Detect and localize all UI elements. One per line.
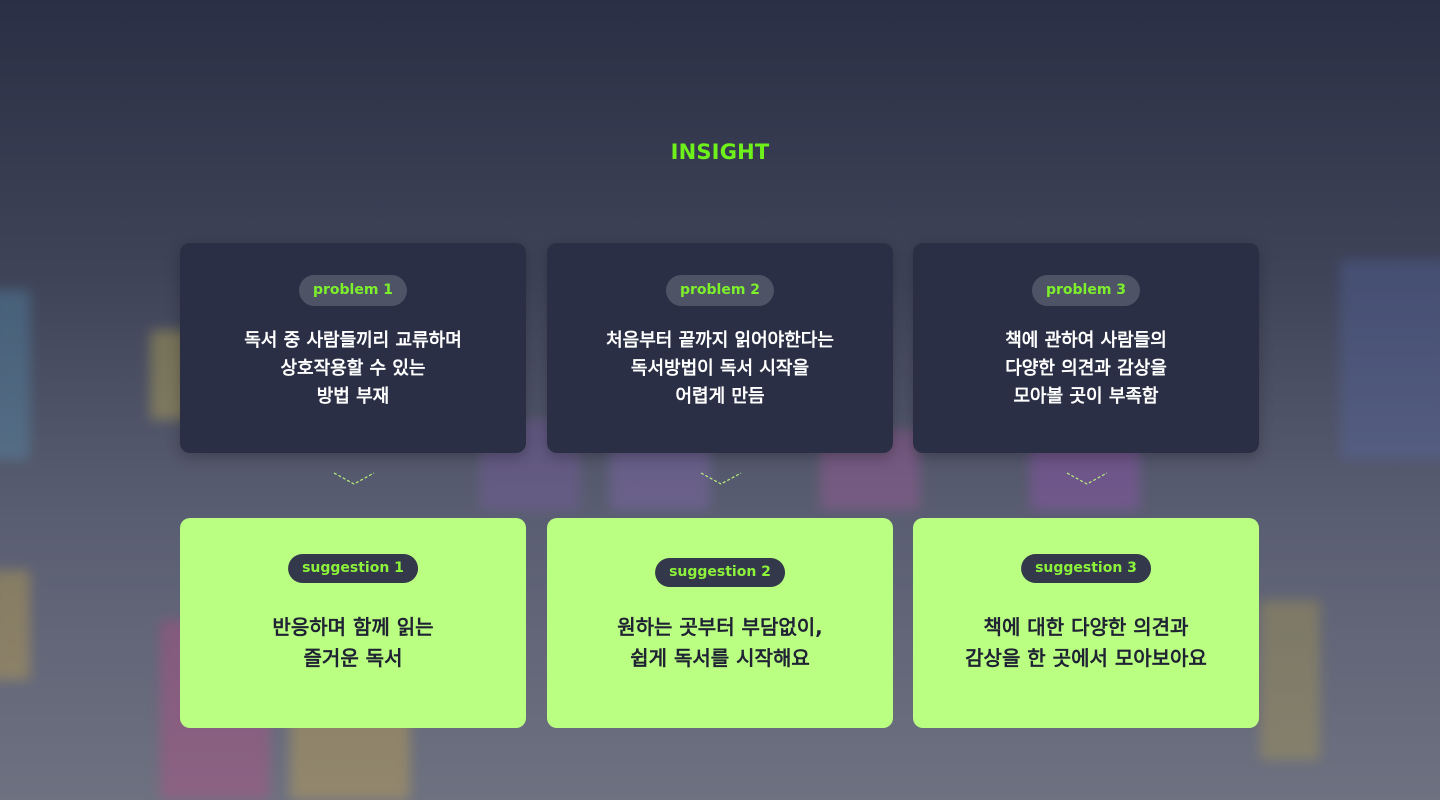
suggestion-line: 원하는 곳부터 부담없이, bbox=[617, 615, 823, 639]
problem-badge: problem 2 bbox=[665, 275, 775, 306]
problem-line: 방법 부재 bbox=[316, 386, 390, 407]
suggestion-badge: suggestion 2 bbox=[655, 558, 785, 587]
suggestion-line: 감상을 한 곳에서 모아보아요 bbox=[965, 646, 1207, 670]
suggestion-description: 원하는 곳부터 부담없이, 쉽게 독서를 시작해요 bbox=[547, 612, 893, 674]
suggestion-line: 반응하며 함께 읽는 bbox=[272, 615, 434, 639]
suggestion-badge: suggestion 1 bbox=[288, 554, 418, 583]
problem-card: problem 2 처음부터 끝까지 읽어야한다는 독서방법이 독서 시작을 어… bbox=[547, 243, 893, 453]
suggestion-line: 쉽게 독서를 시작해요 bbox=[630, 646, 810, 670]
problem-line: 어렵게 만듬 bbox=[675, 386, 765, 407]
suggestion-card: suggestion 3 책에 대한 다양한 의견과 감상을 한 곳에서 모아보… bbox=[913, 518, 1259, 728]
suggestion-line: 즐거운 독서 bbox=[303, 646, 403, 670]
problem-line: 상호작용할 수 있는 bbox=[280, 358, 426, 379]
problem-description: 독서 중 사람들끼리 교류하며 상호작용할 수 있는 방법 부재 bbox=[180, 327, 526, 411]
problem-line: 독서방법이 독서 시작을 bbox=[630, 358, 810, 379]
suggestion-card: suggestion 2 원하는 곳부터 부담없이, 쉽게 독서를 시작해요 bbox=[547, 518, 893, 728]
chevron-down-icon bbox=[180, 470, 526, 490]
chevron-down-icon bbox=[547, 470, 893, 490]
problem-description: 책에 관하여 사람들의 다양한 의견과 감상을 모아볼 곳이 부족함 bbox=[913, 327, 1259, 411]
problem-description: 처음부터 끝까지 읽어야한다는 독서방법이 독서 시작을 어렵게 만듬 bbox=[547, 327, 893, 411]
problem-line: 다양한 의견과 감상을 bbox=[1005, 358, 1167, 379]
suggestion-line: 책에 대한 다양한 의견과 bbox=[983, 615, 1189, 639]
problem-card: problem 3 책에 관하여 사람들의 다양한 의견과 감상을 모아볼 곳이… bbox=[913, 243, 1259, 453]
suggestion-description: 반응하며 함께 읽는 즐거운 독서 bbox=[180, 612, 526, 674]
problem-line: 책에 관하여 사람들의 bbox=[1005, 330, 1167, 351]
suggestion-description: 책에 대한 다양한 의견과 감상을 한 곳에서 모아보아요 bbox=[913, 612, 1259, 674]
suggestion-badge: suggestion 3 bbox=[1021, 554, 1151, 583]
problem-line: 모아볼 곳이 부족함 bbox=[1013, 386, 1159, 407]
problem-line: 처음부터 끝까지 읽어야한다는 bbox=[606, 330, 834, 351]
suggestion-card: suggestion 1 반응하며 함께 읽는 즐거운 독서 bbox=[180, 518, 526, 728]
problem-line: 독서 중 사람들끼리 교류하며 bbox=[244, 330, 462, 351]
section-title: INSIGHT bbox=[670, 140, 770, 164]
chevron-down-icon bbox=[913, 470, 1259, 490]
problem-badge: problem 3 bbox=[1031, 275, 1141, 306]
problem-card: problem 1 독서 중 사람들끼리 교류하며 상호작용할 수 있는 방법 … bbox=[180, 243, 526, 453]
problem-badge: problem 1 bbox=[298, 275, 408, 306]
